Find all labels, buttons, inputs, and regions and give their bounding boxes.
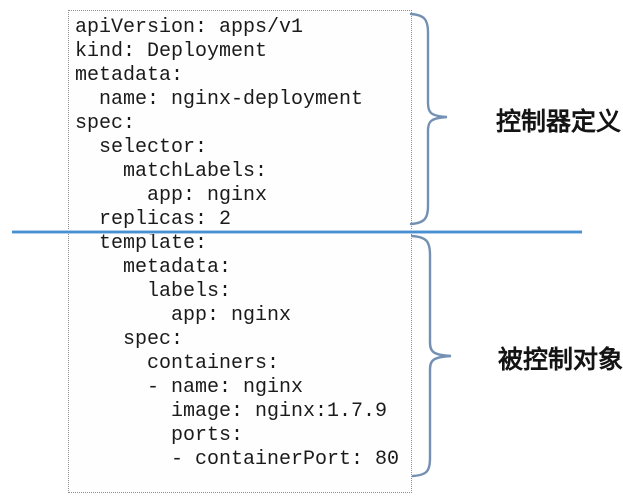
code-line: labels: xyxy=(75,280,232,303)
code-line: containers: xyxy=(75,352,280,375)
section-divider-line xyxy=(12,230,582,234)
code-line: metadata: xyxy=(75,64,184,87)
code-line: apiVersion: apps/v1 xyxy=(75,16,304,39)
controlled-object-label: 被控制对象 xyxy=(498,346,623,374)
code-line: spec: xyxy=(75,328,184,351)
code-line: ports: xyxy=(75,424,244,447)
code-line: app: nginx xyxy=(75,304,292,327)
code-line: replicas: 2 xyxy=(75,208,232,231)
code-line: name: nginx-deployment xyxy=(75,88,364,111)
code-line: app: nginx xyxy=(75,184,268,207)
top-brace-icon xyxy=(409,12,448,226)
code-line: metadata: xyxy=(75,256,232,279)
code-line: template: xyxy=(75,232,208,255)
code-line: matchLabels: xyxy=(75,160,268,183)
code-line: image: nginx:1.7.9 xyxy=(75,400,388,423)
code-line: selector: xyxy=(75,136,208,159)
code-line: kind: Deployment xyxy=(75,40,268,63)
code-line: - name: nginx xyxy=(75,376,304,399)
code-line: spec: xyxy=(75,112,136,135)
bottom-brace-icon xyxy=(410,234,452,478)
code-line: - containerPort: 80 xyxy=(75,448,400,471)
controller-definition-label: 控制器定义 xyxy=(496,108,622,136)
